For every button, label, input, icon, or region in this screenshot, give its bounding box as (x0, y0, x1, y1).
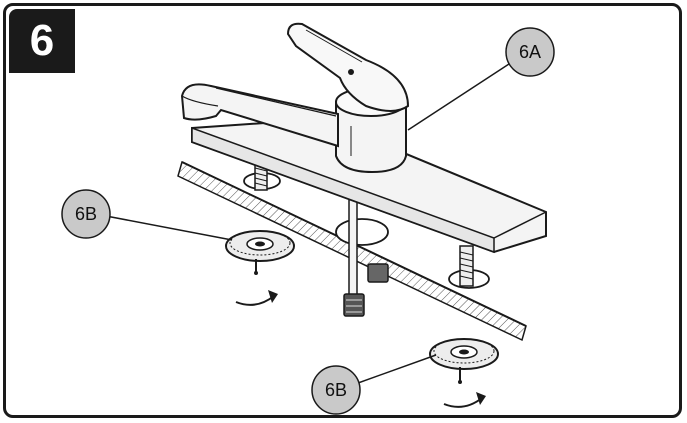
installation-illustration: 6A 6B 6B (61, 22, 555, 415)
supply-hoses (343, 195, 389, 317)
threaded-shanks (254, 161, 474, 287)
step-number: 6 (29, 16, 55, 65)
callout-leaders (105, 63, 510, 384)
callout-6b-right: 6B (311, 365, 361, 415)
callout-6a: 6A (505, 27, 555, 77)
callout-6a-label: 6A (519, 42, 541, 62)
rotate-arrow-left-icon (235, 290, 278, 306)
mounting-nut-left (225, 230, 295, 275)
callout-6b-left-label: 6B (75, 204, 97, 224)
callout-6b-right-label: 6B (325, 380, 347, 400)
instruction-panel: 6 (3, 3, 682, 418)
faucet-handle (286, 22, 410, 112)
faucet-spout (180, 83, 339, 148)
callout-6b-left: 6B (61, 189, 111, 239)
step-badge: 6 (9, 9, 75, 73)
mounting-nut-right (429, 338, 499, 384)
rotate-arrow-right-icon (443, 392, 486, 408)
